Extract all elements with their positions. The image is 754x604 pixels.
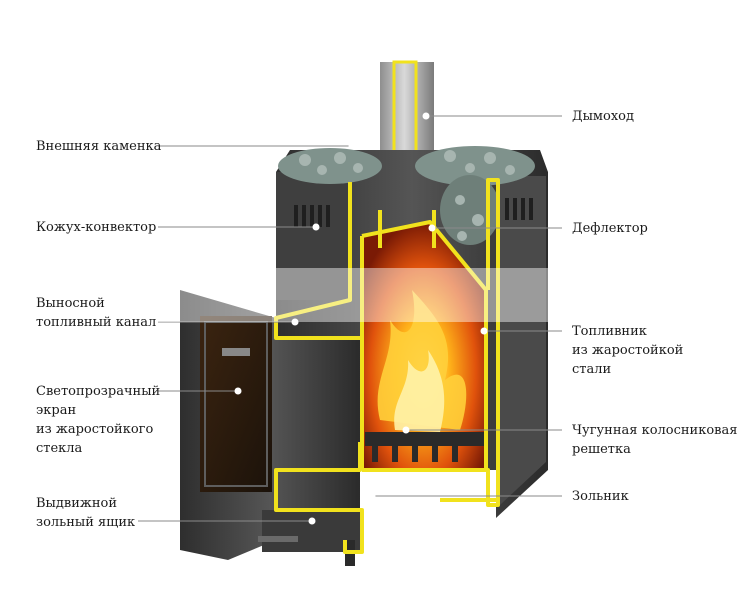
firebox: [360, 222, 486, 470]
fuel-channel-door: [180, 290, 360, 560]
leader-dots: [234, 112, 488, 525]
label-deflektor: Дефлектор: [572, 221, 648, 236]
label-kozhuh-konvektor: Кожух-конвектор: [36, 220, 157, 235]
label-reshetka: Чугунная колосниковая решетка: [572, 423, 738, 457]
label-zolnik: Зольник: [572, 489, 629, 504]
label-vneshnyaya-kamenka: Внешняя каменка: [36, 139, 162, 154]
label-svetoprozrachny-ekran: Светопрозрачный экран из жаростойкого ст…: [36, 384, 161, 456]
label-toplivnik: Топливник из жаростойкой стали: [572, 324, 684, 377]
label-vynosnoy-kanal: Выносной топливный канал: [36, 296, 157, 330]
grate: [365, 432, 485, 462]
cutaway-outline: [274, 178, 500, 554]
label-dymohod: Дымоход: [572, 109, 635, 124]
stones: [278, 146, 535, 245]
watermark-band: [0, 268, 754, 322]
label-vydvizhnoy-yashchik: Выдвижной зольный ящик: [36, 496, 136, 530]
leader-lines: [138, 115, 562, 522]
